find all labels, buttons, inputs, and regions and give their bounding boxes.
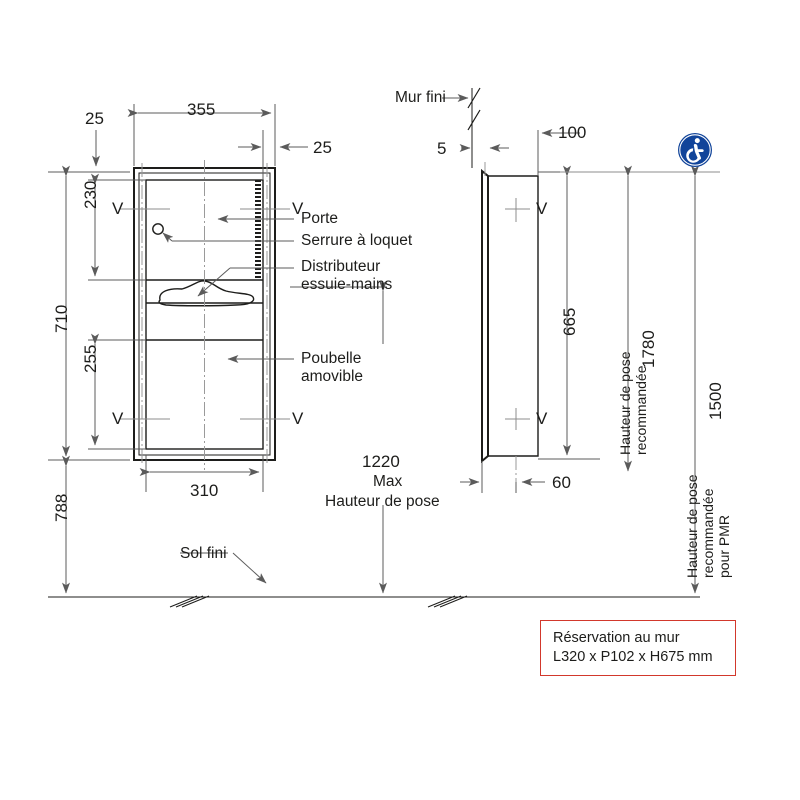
- dim-right-offset: 25: [313, 138, 332, 157]
- dim-inner-width: 310: [190, 481, 219, 500]
- recommendation-pmr-caption: Hauteur de pose recommandée pour PMR: [684, 474, 732, 578]
- dim-lower-section: 255: [81, 344, 100, 373]
- front-view-cabinet: [133, 160, 276, 470]
- wheelchair-accessibility-icon: [677, 132, 713, 168]
- dim-overall-height: 710: [52, 304, 71, 333]
- dim-top-offset: 25: [85, 109, 104, 128]
- side-view-cabinet: [442, 87, 600, 493]
- dim-floor-gap: 788: [52, 493, 71, 522]
- label-finished-wall: Mur fini: [395, 89, 446, 106]
- label-finished-floor: Sol fini: [180, 545, 227, 562]
- label-dispenser-line1: Distributeur: [301, 258, 381, 275]
- section-mark-lower-right: V: [292, 409, 304, 428]
- mounting-height-qualifier: Max: [373, 473, 403, 490]
- section-mark-lower-left: V: [112, 409, 124, 428]
- side-section-mark-lower: V: [536, 409, 548, 428]
- reservation-note-box: Réservation au mur L320 x P102 x H675 mm: [540, 620, 736, 676]
- label-door: Porte: [301, 210, 339, 227]
- dim-overall-width: 355: [187, 100, 216, 119]
- front-view-section-marks: [120, 208, 290, 420]
- recommendation-dimensions: [560, 165, 720, 594]
- front-view-leader-lines: [162, 215, 294, 584]
- label-bin-line1: Poubelle: [301, 350, 362, 367]
- section-mark-upper-left: V: [112, 199, 124, 218]
- dim-upper-section: 230: [81, 180, 100, 209]
- dim-body-height: 665: [560, 307, 579, 336]
- reservation-note-line2: L320 x P102 x H675 mm: [553, 649, 713, 665]
- reservation-note-line1: Réservation au mur: [553, 630, 680, 646]
- recommendation-standard-value: 1780: [639, 330, 658, 368]
- mounting-height-dimension: [290, 280, 387, 594]
- label-dispenser-line2: essuie-mains: [301, 276, 393, 293]
- dim-depth-from-wall: 100: [558, 123, 587, 142]
- dim-body-depth: 60: [552, 473, 571, 492]
- side-section-mark-upper: V: [536, 199, 548, 218]
- mounting-height-value: 1220: [362, 452, 400, 471]
- label-latch: Serrure à loquet: [301, 232, 413, 249]
- section-mark-upper-right: V: [292, 199, 304, 218]
- front-view-dimension-lines: [48, 104, 308, 594]
- recommendation-pmr-value: 1500: [706, 382, 725, 420]
- label-bin-line2: amovible: [301, 368, 364, 385]
- mounting-height-caption: Hauteur de pose: [325, 493, 440, 510]
- dim-flange-thickness: 5: [437, 139, 447, 158]
- finished-floor-line: [48, 595, 700, 608]
